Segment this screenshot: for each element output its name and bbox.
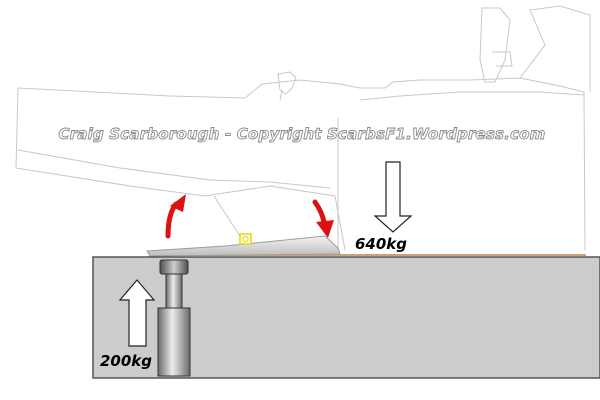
- jack-head: [159, 259, 189, 275]
- car-outline: [15, 5, 591, 251]
- jack-rod: [165, 273, 183, 309]
- mirror-stalk: [279, 89, 283, 101]
- jack-load-label: 200kg: [100, 352, 152, 370]
- airbox-outline: [519, 5, 591, 92]
- floor-load-arrow: [373, 161, 413, 233]
- engine-cover-rear: [359, 91, 585, 101]
- floor-edge-line: [17, 149, 331, 189]
- rotation-arrow-left: [165, 194, 186, 239]
- copyright-watermark: Craig Scarborough - Copyright ScarbsF1.W…: [58, 125, 545, 143]
- rotation-arrow-right: [312, 199, 334, 238]
- engine-cover-detail: [479, 7, 511, 83]
- pivot-marker-dot: [242, 235, 249, 243]
- floor-stay: [213, 195, 241, 237]
- pivot-marker: [239, 233, 252, 245]
- sidepod-outline: [17, 77, 586, 251]
- jack-cylinder: [157, 307, 191, 377]
- hydraulic-jack: [157, 259, 191, 377]
- skid-block: [146, 235, 341, 257]
- mirror-outline: [277, 71, 297, 95]
- floor-load-label: 640kg: [355, 235, 407, 253]
- jack-load-arrow: [118, 279, 156, 347]
- rear-wing-detail: [492, 51, 513, 67]
- floor-underside-line: [15, 87, 346, 251]
